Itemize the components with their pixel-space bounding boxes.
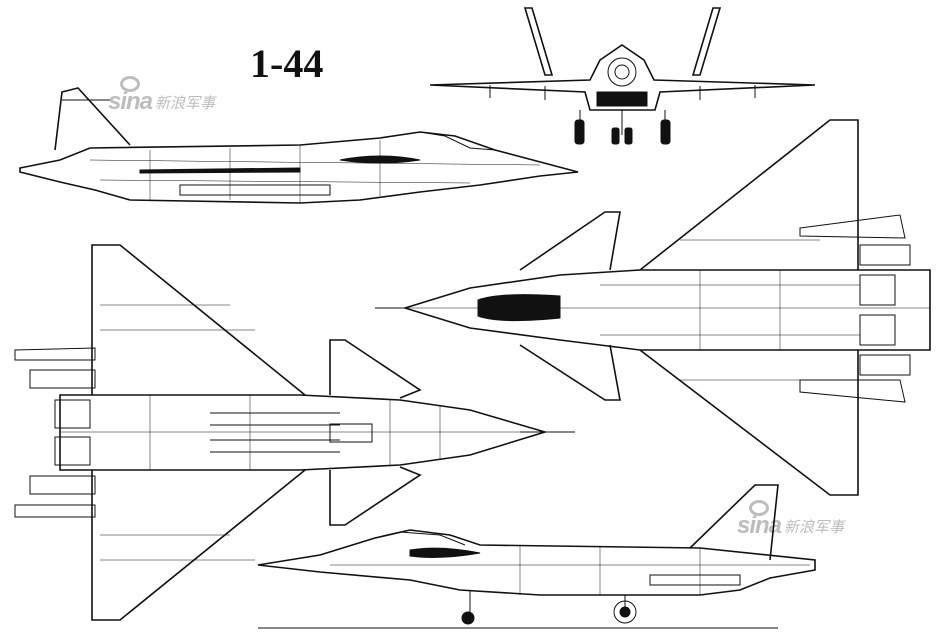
drawing-title: 1-44 bbox=[250, 41, 324, 86]
watermark-top: sina 新浪军事 bbox=[108, 76, 216, 116]
top-view bbox=[14, 244, 575, 621]
watermark-text: 新浪军事 bbox=[155, 94, 216, 112]
side-view-top bbox=[19, 87, 579, 204]
sina-logo: sina bbox=[108, 76, 153, 115]
front-view bbox=[429, 7, 816, 145]
underside-view bbox=[375, 119, 931, 496]
side-view-bottom bbox=[257, 484, 816, 629]
watermark-text: 新浪军事 bbox=[784, 518, 845, 536]
